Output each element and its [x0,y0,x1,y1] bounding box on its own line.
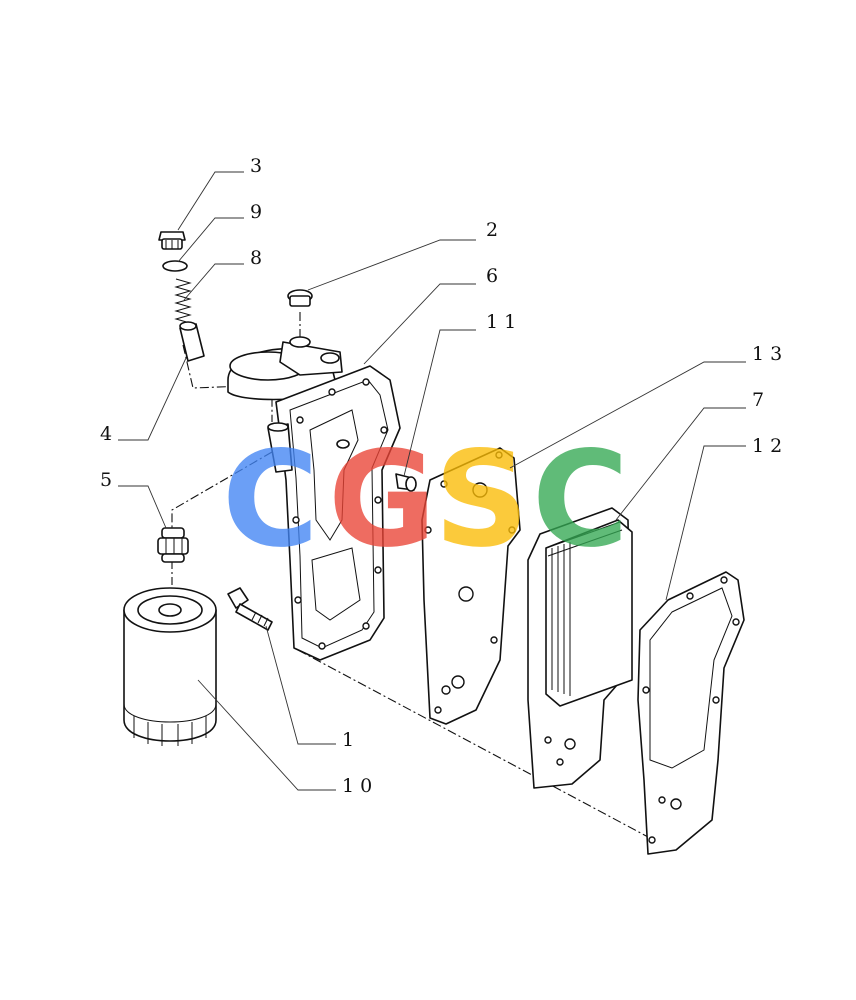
valve-piston-part-4 [179,321,205,362]
watermark-letter-c2: C [532,423,629,577]
dowel-part-11 [395,473,417,492]
spring-part-8 [174,278,192,324]
o-ring-part-9 [162,260,188,272]
callout-9: 9 [250,201,262,223]
callouts: 3 9 8 2 6 1 1 1 3 7 1 2 4 5 1 1 0 [100,155,782,797]
callout-3: 3 [250,155,262,177]
callout-11: 1 1 [486,311,516,333]
gasket-part-12 [637,571,745,855]
plug-part-3 [158,231,186,250]
oil-cooler-part-7 [527,507,633,789]
callout-6: 6 [486,265,498,287]
oil-filter-part-10 [123,587,217,746]
callout-10: 1 0 [342,775,372,797]
center-lines [171,312,651,839]
callout-12: 1 2 [752,435,782,457]
adapter-part-5 [157,527,189,563]
gasket-part-13 [421,447,521,725]
watermark-letter-g: G [328,423,436,577]
plug-part-2 [287,289,313,307]
cgsc-watermark: C G S C [222,423,629,577]
callout-2: 2 [486,219,498,241]
callout-8: 8 [250,247,262,269]
watermark-letter-c1: C [222,423,319,577]
leader-lines [118,171,746,791]
bolt-part-1 [227,587,273,631]
callout-1: 1 [342,729,354,751]
watermark-letter-s: S [434,423,529,577]
callout-5: 5 [100,469,112,491]
callout-7: 7 [752,389,764,411]
callout-13: 1 3 [752,343,782,365]
housing-part-6 [227,336,401,661]
callout-4: 4 [100,423,112,445]
